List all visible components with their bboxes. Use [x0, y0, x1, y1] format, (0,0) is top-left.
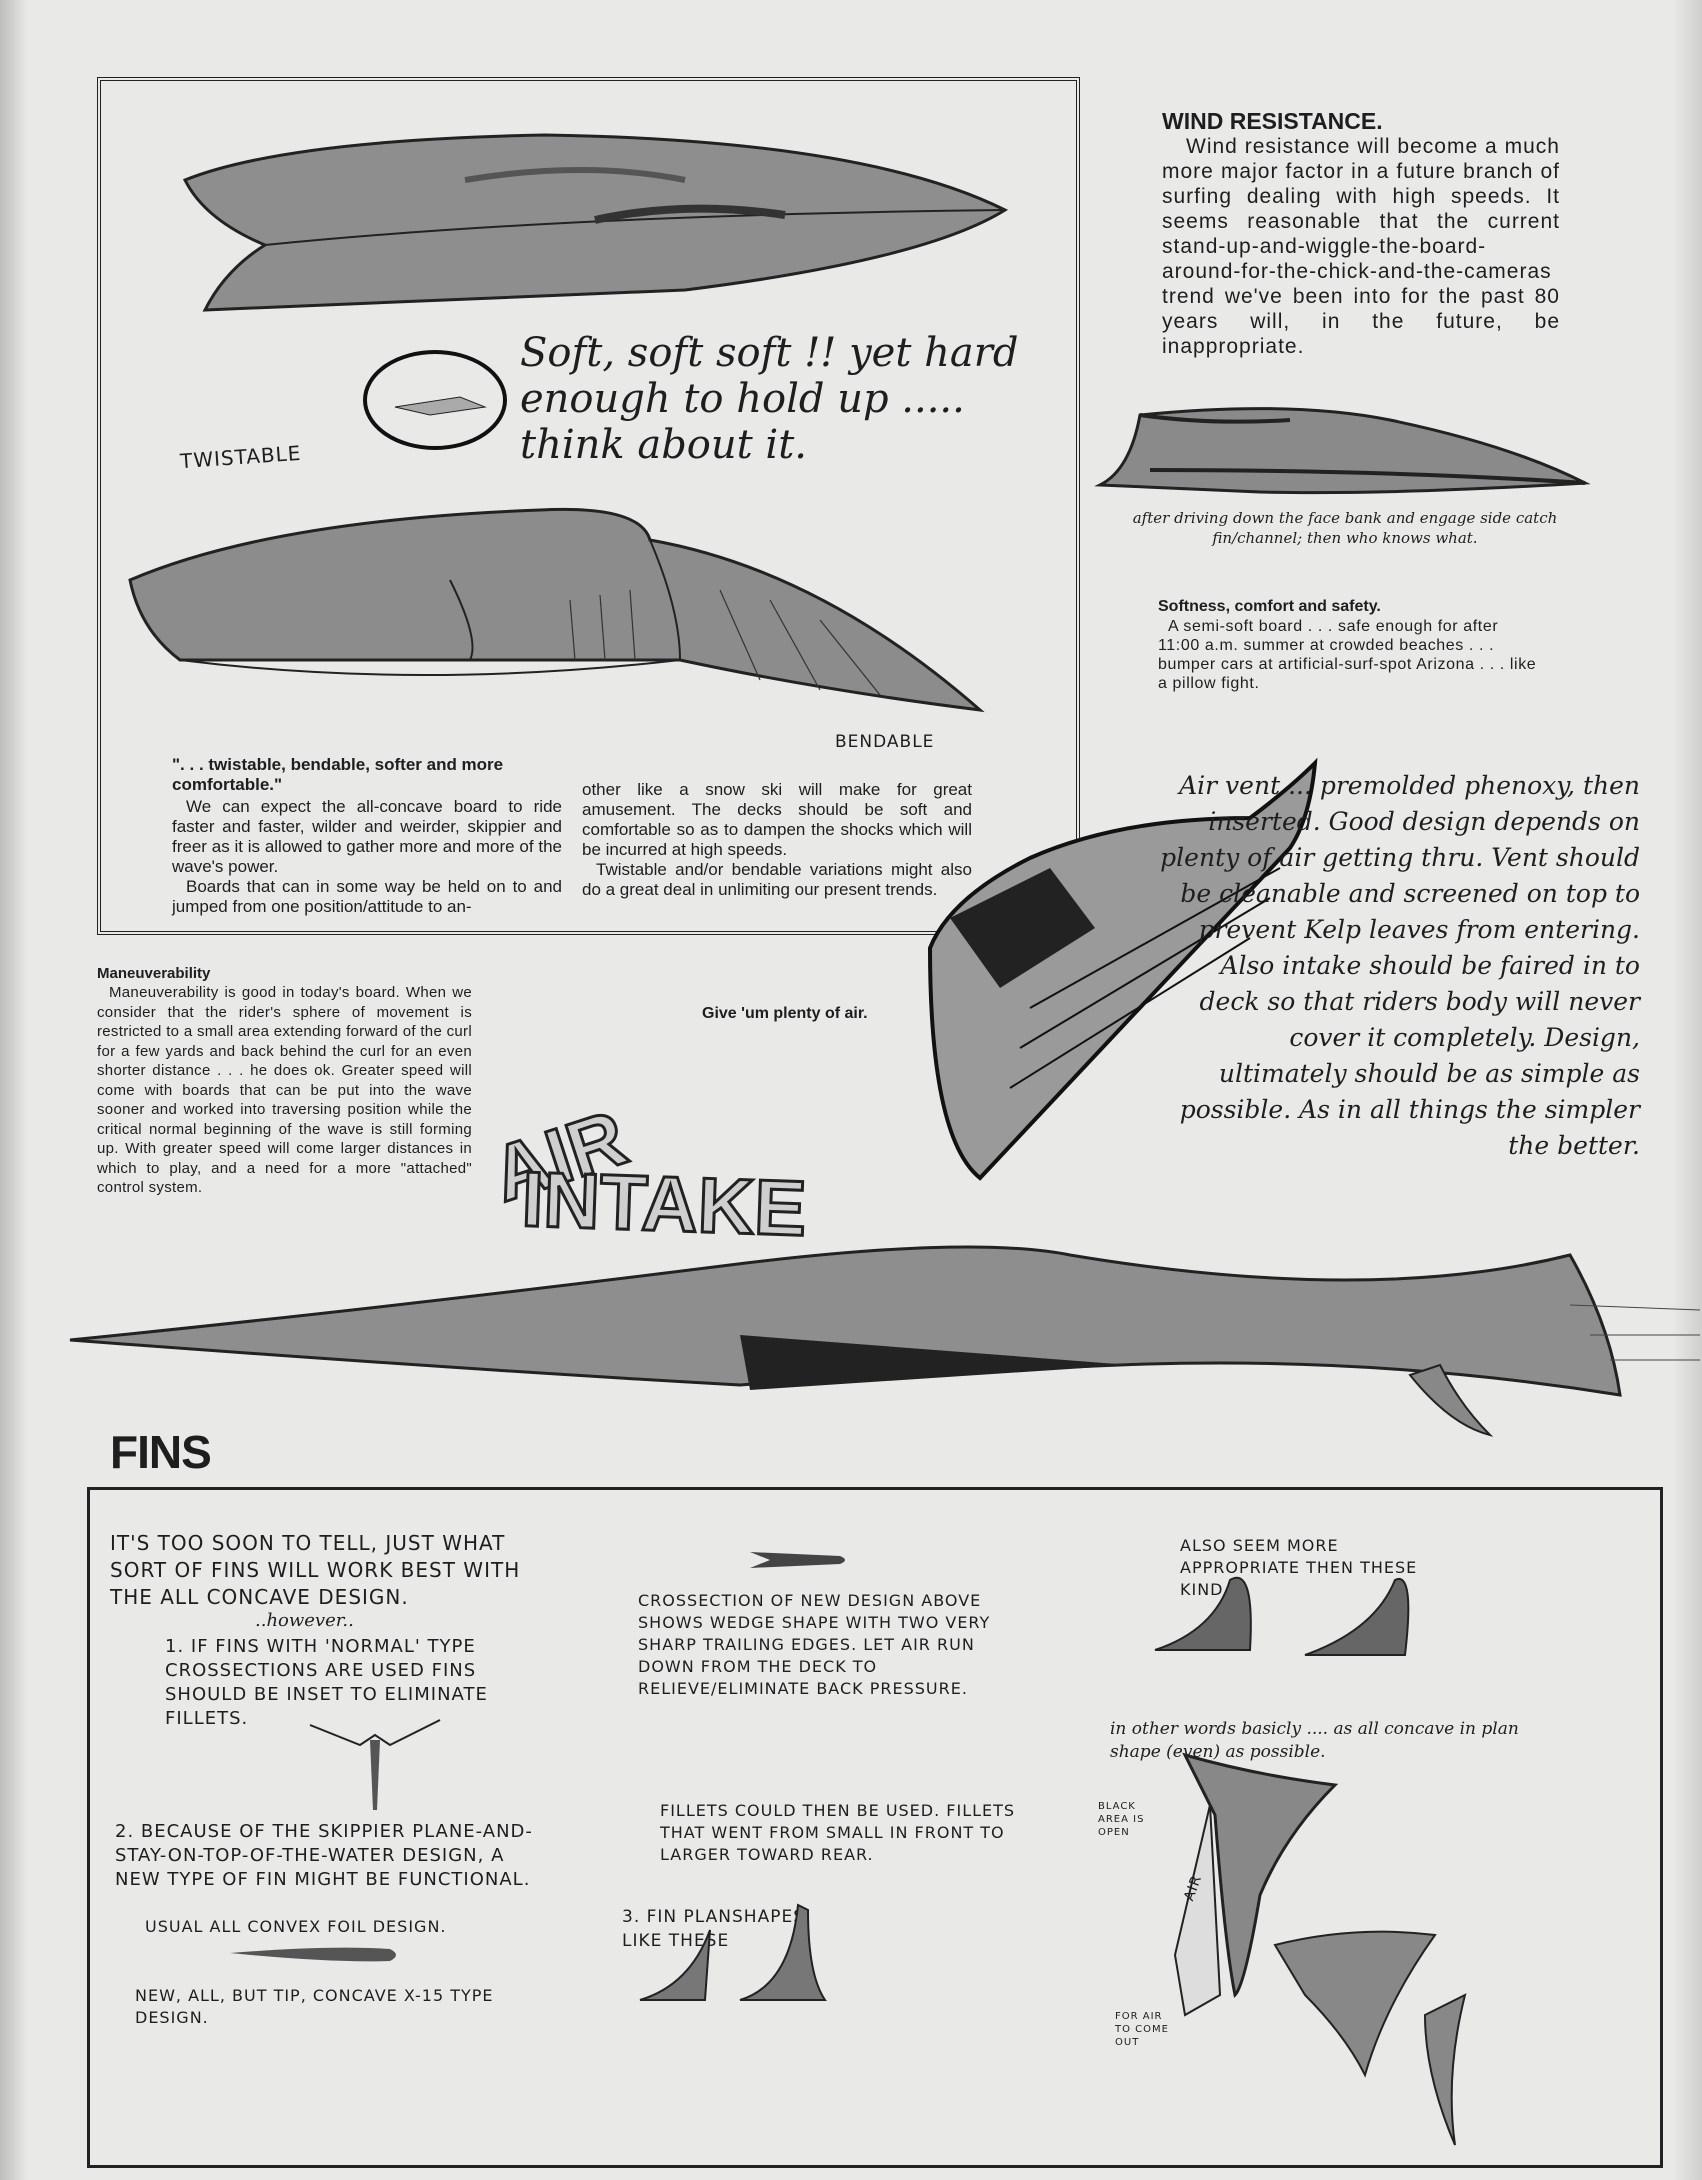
- fins-box: [87, 1487, 1663, 2168]
- give-air-caption: Give 'um plenty of air.: [702, 1005, 868, 1022]
- fins-however: ..however..: [255, 1610, 354, 1631]
- fins-title: FINS: [110, 1426, 212, 1478]
- softness-section: Softness, comfort and safety. A semi-sof…: [1158, 597, 1543, 693]
- paragraph: We can expect the all-concave board to r…: [172, 797, 562, 876]
- convex-fin-planshapes: [1154, 1576, 1410, 1656]
- board-illustration-top: [182, 133, 1009, 312]
- fillets-note: Fillets could then be used. Fillets that…: [660, 1801, 1016, 1864]
- in-other-words-note: in other words basicly .... as all conca…: [1110, 1719, 1519, 1762]
- softness-title: Softness, comfort and safety.: [1158, 598, 1381, 615]
- inset-fin-diagram: [309, 1719, 441, 1810]
- air-vent-illustration: [927, 757, 1318, 1181]
- convex-foil-shape: [230, 1947, 396, 1962]
- top-box-column-1: We can expect the all-concave board to r…: [172, 797, 562, 917]
- wind-resistance-title: WIND RESISTANCE.: [1162, 108, 1383, 134]
- maneuverability-title: Maneuverability: [97, 965, 211, 982]
- top-box-headline: ". . . twistable, bendable, softer and m…: [172, 755, 504, 794]
- top-box-column-2: other like a snow ski will make for grea…: [582, 780, 972, 900]
- wind-resistance-section: WIND RESISTANCE. Wind resistance will be…: [1162, 108, 1560, 359]
- wind-board-caption: after driving down the face bank and eng…: [1132, 509, 1558, 547]
- page-edge-shadow: [1672, 0, 1702, 2180]
- paragraph: Boards that can in some way be held on t…: [172, 877, 562, 916]
- appropriate-note: also seem more appropriate then these ki…: [1180, 1536, 1418, 1599]
- board-illustration-air-intake: [69, 1245, 1701, 1437]
- wedge-crossection-shape: [750, 1552, 845, 1568]
- air-fin-illustration: [1173, 1752, 1467, 2146]
- concave-fin-planshapes: [639, 1903, 827, 2001]
- wind-resistance-body: Wind resistance will become a much more …: [1162, 135, 1560, 358]
- fins-intro: It's too soon to tell, just what sort of…: [110, 1531, 521, 1609]
- black-area-label: Black area is open: [1098, 1801, 1145, 1838]
- page-gutter-shadow: [0, 0, 28, 2180]
- board-illustration-wind: [1094, 407, 1591, 495]
- softness-body: A semi-soft board . . . safe enough for …: [1158, 618, 1537, 692]
- for-air-label: For air to come out: [1115, 2011, 1169, 2048]
- fins-point-3: 3. Fin planshapes like these: [622, 1907, 805, 1951]
- maneuverability-body: Maneuverability is good in today's board…: [97, 984, 472, 1196]
- crossection-note: Crossection of new design above shows we…: [638, 1591, 991, 1698]
- fins-point-2: 2. Because of the skippier plane-and-sta…: [115, 1821, 533, 1890]
- usual-foil-label: Usual all convex foil design.: [145, 1917, 447, 1936]
- label-bendable: BENDABLE: [835, 732, 935, 752]
- top-feature-box: [97, 77, 1080, 935]
- maneuverability-section: Maneuverability Maneuverability is good …: [97, 965, 472, 1198]
- fins-point-1: 1. If fins with 'normal' type crossectio…: [165, 1636, 488, 1729]
- new-design-label: New, all, but tip, concave X-15 type des…: [135, 1986, 494, 2027]
- paragraph: Twistable and/or bendable variations mig…: [582, 860, 972, 899]
- soft-fin-circle-sketch: [363, 350, 507, 450]
- handwritten-soft-note: Soft, soft soft !! yet hard enough to ho…: [520, 330, 1019, 468]
- paragraph: other like a snow ski will make for grea…: [582, 780, 972, 859]
- board-illustration-twistable: [128, 507, 985, 713]
- air-vent-handwritten-note: Air vent ... premolded phenoxy, then ins…: [1160, 771, 1640, 1160]
